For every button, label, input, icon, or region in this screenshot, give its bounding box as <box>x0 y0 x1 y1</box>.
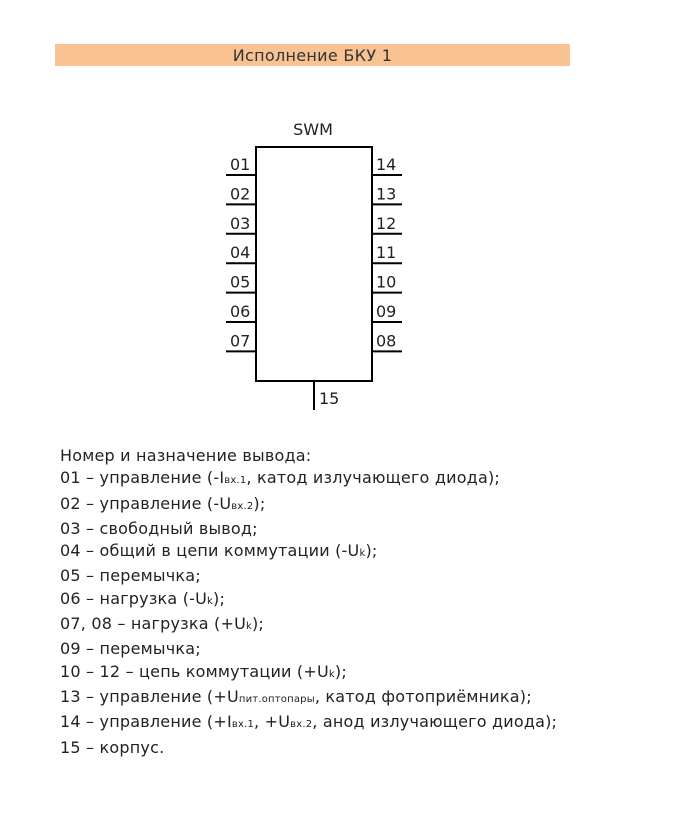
legend-item: 03 – свободный вывод; <box>60 518 660 540</box>
left-pin-label: 05 <box>230 273 250 292</box>
legend-item: 04 – общий в цепи коммутации (-Uk); <box>60 540 660 565</box>
legend-text: ); <box>334 661 347 681</box>
legend-text: , +U <box>254 712 291 732</box>
legend-item: 06 – нагрузка (-Uk); <box>60 588 660 613</box>
left-pin-label: 01 <box>230 155 250 174</box>
legend-text: ); <box>251 614 265 634</box>
right-pin-label: 14 <box>376 155 396 174</box>
legend-item: 07, 08 – нагрузка (+Uk); <box>60 613 660 638</box>
right-pin-label: 10 <box>376 273 396 292</box>
bottom-pin-label: 15 <box>319 389 339 408</box>
left-pin-label: 03 <box>230 214 250 233</box>
legend-text: 01 – управление (-I <box>60 468 225 488</box>
legend-subscript: пит.оптопары <box>238 693 315 705</box>
right-pin-label: 08 <box>376 331 396 350</box>
legend-item: 13 – управление (+Uпит.оптопары, катод ф… <box>60 686 660 711</box>
legend-heading: Номер и назначение вывода: <box>60 446 312 465</box>
legend-subscript: вх.1 <box>224 475 247 487</box>
legend-item: 02 – управление (-Uвх.2); <box>60 493 660 518</box>
right-pin-label: 11 <box>376 243 396 262</box>
right-pin-label: 12 <box>376 214 396 233</box>
right-pin-label: 13 <box>376 184 396 203</box>
legend-text: 15 – корпус. <box>60 737 165 757</box>
legend-subscript: вх.2 <box>290 719 313 731</box>
pin-legend: Номер и назначение вывода: 01 – управлен… <box>60 445 660 759</box>
legend-text: 13 – управление (+U <box>60 686 239 706</box>
legend-text: 10 – 12 – цепь коммутации (+U <box>60 661 329 681</box>
left-pin-label: 06 <box>230 302 250 321</box>
pin-group: 01 02 03 04 05 06 07 14 13 12 11 10 09 08 <box>226 155 402 353</box>
legend-subscript: k <box>245 621 252 633</box>
legend-text: ); <box>253 493 266 513</box>
legend-item: 15 – корпус. <box>60 737 660 759</box>
left-pin-label: 07 <box>230 331 250 350</box>
legend-text: 06 – нагрузка (-U <box>60 588 208 608</box>
title-text: Исполнение БКУ 1 <box>232 45 393 65</box>
left-pin-label: 02 <box>230 184 250 203</box>
legend-subscript: k <box>359 548 366 560</box>
legend-item: 09 – перемычка; <box>60 638 660 660</box>
legend-subscript: вх.1 <box>231 719 255 731</box>
legend-text: 03 – свободный вывод; <box>60 518 258 538</box>
component-body <box>255 146 373 382</box>
legend-text: , анод излучающего диода); <box>312 712 558 732</box>
legend-text: , катод фотоприёмника); <box>314 686 532 706</box>
legend-item: 10 – 12 – цепь коммутации (+Uk); <box>60 661 660 686</box>
legend-text: , катод излучающего диода); <box>246 468 500 488</box>
legend-list: 01 – управление (-Iвх.1, катод излучающе… <box>60 467 660 759</box>
legend-text: 07, 08 – нагрузка (+U <box>60 614 246 634</box>
left-pin-label: 04 <box>230 243 250 262</box>
right-pin-label: 09 <box>376 302 396 321</box>
component-label: SWM <box>293 120 333 139</box>
legend-subscript: вх.2 <box>231 500 254 512</box>
title-banner: Исполнение БКУ 1 <box>55 44 570 66</box>
legend-text: 14 – управление (+I <box>60 712 232 732</box>
legend-subscript: k <box>328 668 335 680</box>
legend-item: 14 – управление (+Iвх.1, +Uвх.2, анод из… <box>60 711 660 736</box>
legend-subscript: k <box>207 595 214 607</box>
legend-item: 01 – управление (-Iвх.1, катод излучающе… <box>60 467 660 492</box>
legend-text: 04 – общий в цепи коммутации (-U <box>60 541 360 561</box>
legend-text: 09 – перемычка; <box>60 639 201 659</box>
component-diagram: SWM 15 01 02 03 04 05 06 07 14 13 12 11 10 09 08 <box>226 120 402 410</box>
legend-text: ); <box>365 541 378 561</box>
legend-item: 05 – перемычка; <box>60 565 660 587</box>
legend-text: 05 – перемычка; <box>60 566 201 586</box>
legend-text: 02 – управление (-U <box>60 493 232 513</box>
legend-text: ); <box>213 588 226 608</box>
